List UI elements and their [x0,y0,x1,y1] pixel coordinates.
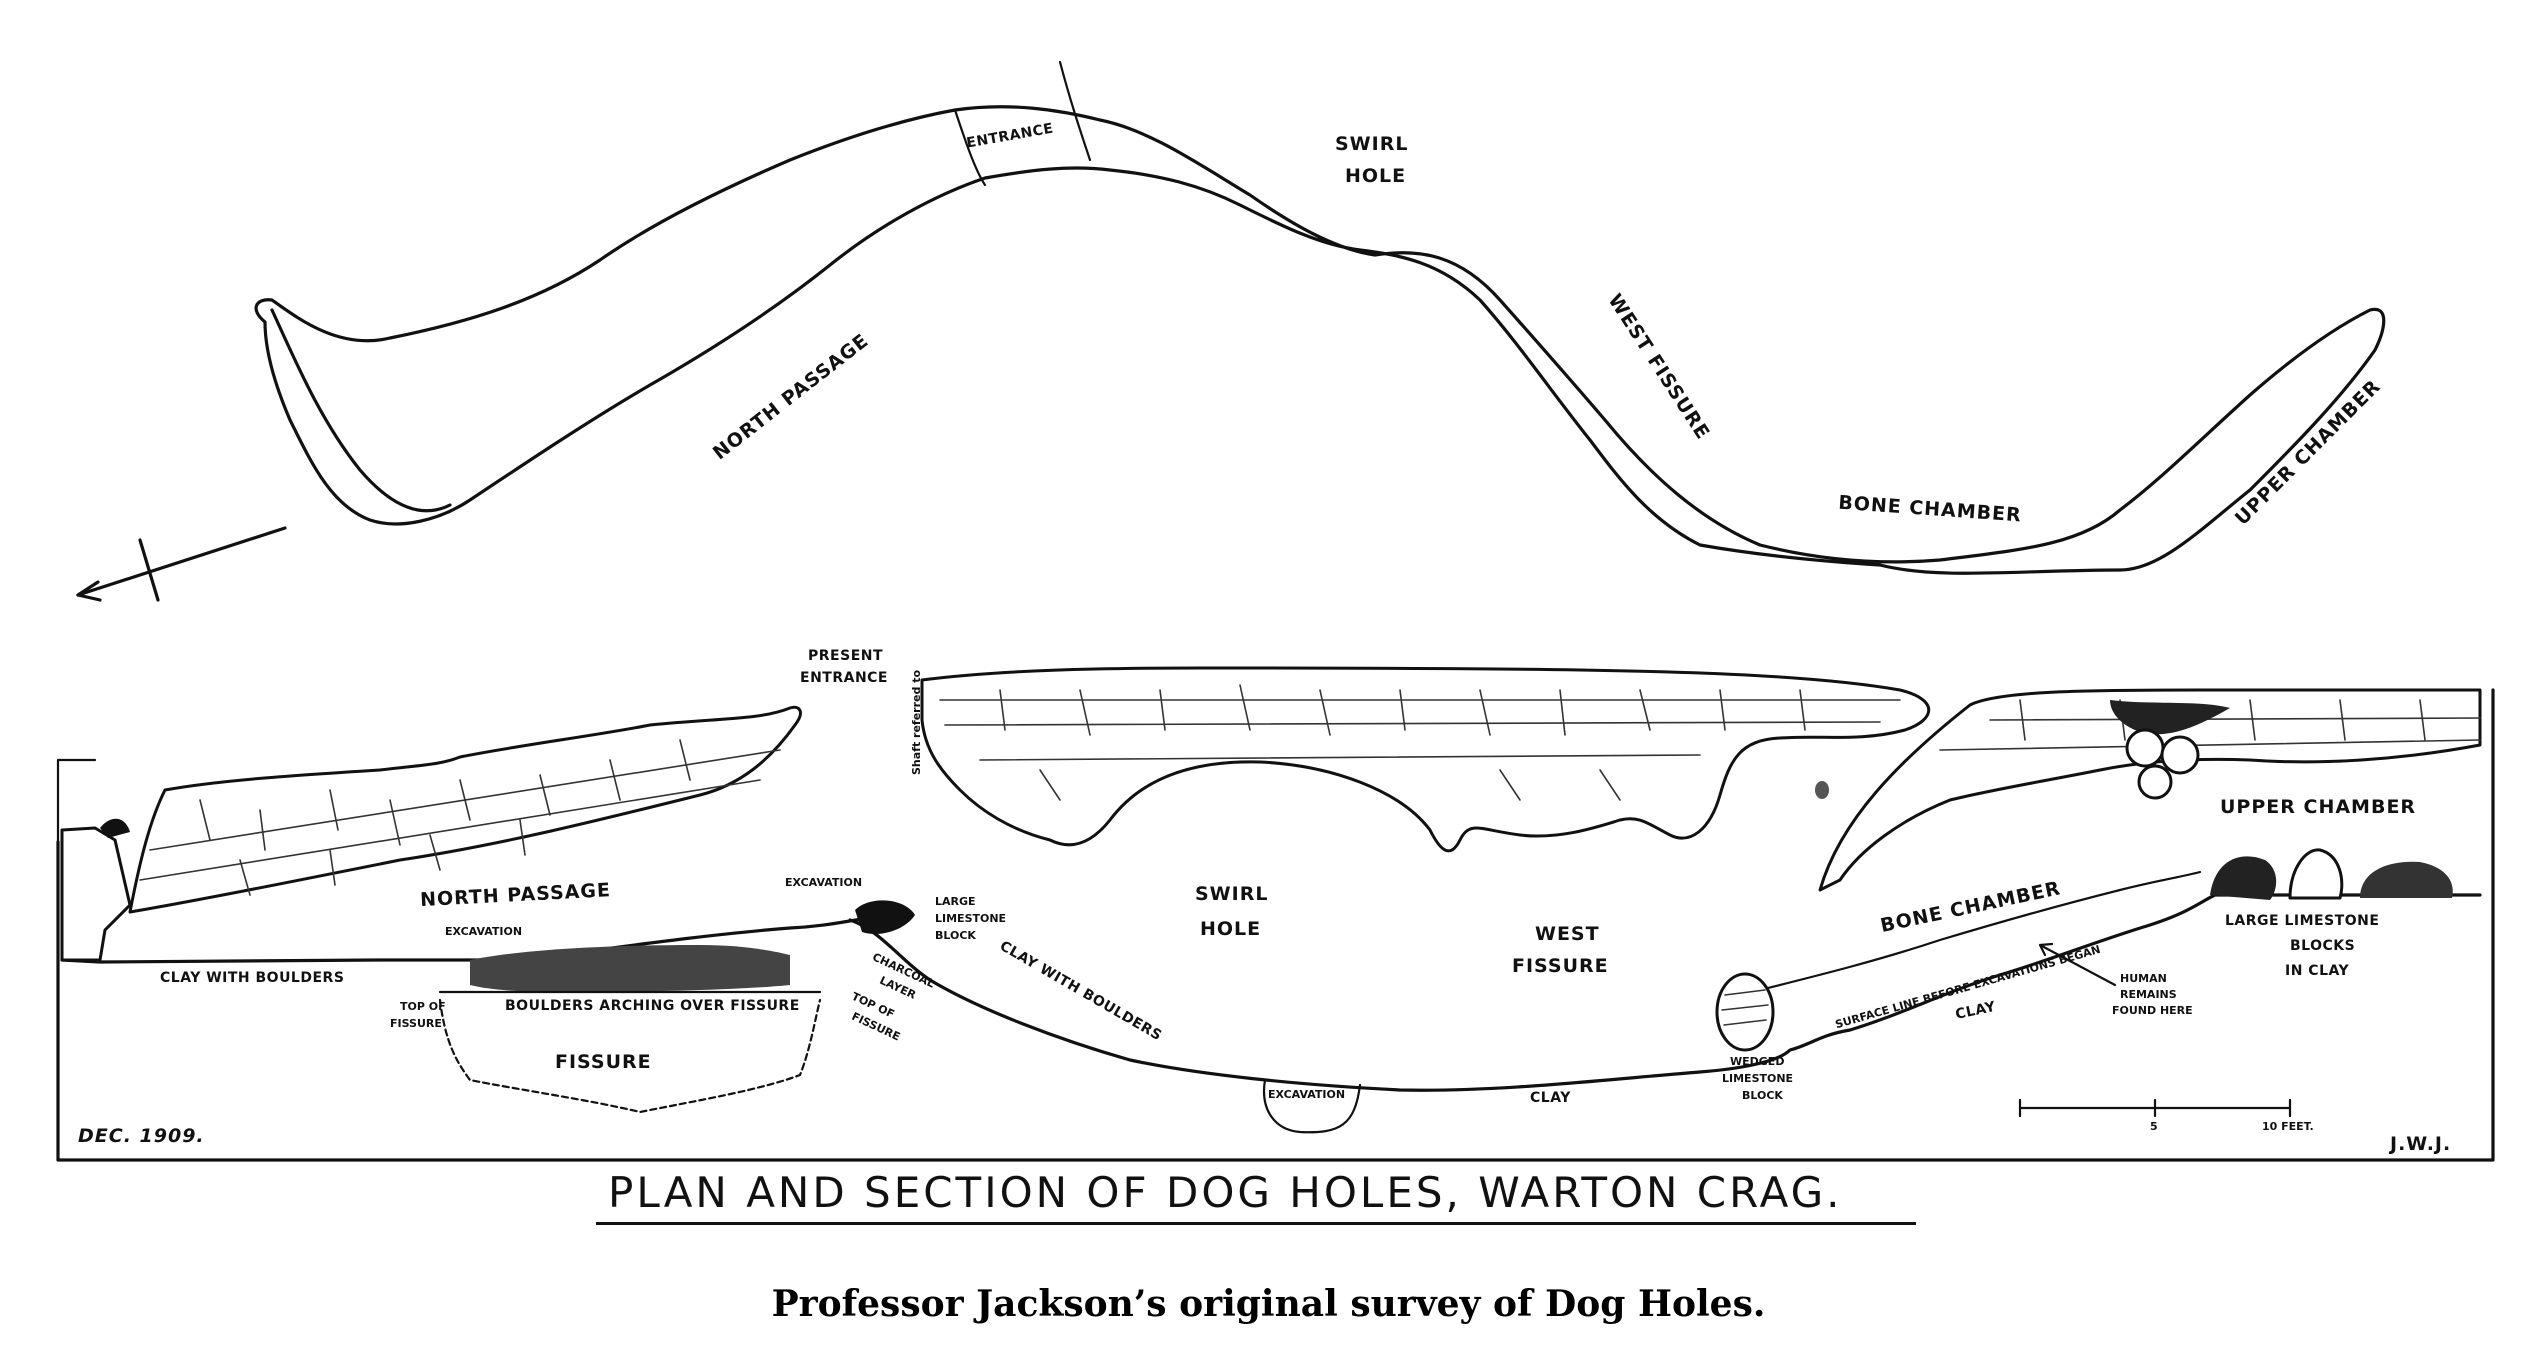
plan-north-arm [270,308,452,513]
plan-label-bone-chamber: BONE CHAMBER [1838,492,2023,527]
section-rock-swirl-joints [939,684,1901,801]
sec-label-wedged-1: WEDGED [1730,1055,1784,1068]
section-rock-north-joints [139,739,781,896]
scale-bar [2018,1098,2292,1118]
sec-label-fissure: FISSURE [555,1051,652,1073]
sec-label-top-fissure-l2: FISSURE [390,1017,442,1030]
section-wedged-block [1715,972,1775,1052]
sec-label-top-fissure-l1: TOP OF [400,1000,446,1013]
sec-label-date: DEC. 1909. [78,1125,205,1147]
north-arrow-icon [76,526,287,602]
plan-label-swirl: SWIRL [1335,133,1408,155]
sec-label-swirl: SWIRL [1195,883,1268,905]
section-floor-main [848,893,2482,1092]
section-view: PRESENT ENTRANCE Shaft referred to NORTH… [56,648,2495,1162]
section-rock-swirl [920,666,1931,853]
sec-label-wedged-2: LIMESTONE [1722,1072,1793,1085]
title-underline [596,1222,1916,1225]
plan-label-north-passage: NORTH PASSAGE [709,329,873,464]
plan-label-hole: HOLE [1345,165,1406,187]
plan-entrance-wall-right [1058,60,1092,162]
sec-label-north-passage: NORTH PASSAGE [420,879,612,911]
section-boulder-c [2137,764,2173,800]
section-limestone-block-3 [2360,861,2453,898]
sec-label-large-blocks-3: IN CLAY [2285,963,2349,979]
sec-label-excavation-top: EXCAVATION [785,876,862,889]
plan-cave-outline [254,105,2386,575]
sec-label-large-blocks-1: LARGE LIMESTONE [2225,913,2379,929]
plan-label-entrance: ENTRANCE [965,121,1054,152]
sec-label-boulders-arching: BOULDERS ARCHING OVER FISSURE [505,998,800,1014]
section-rock-upper [1818,688,2482,892]
sec-label-large-block-1: LARGE [935,895,976,908]
sec-label-top-fissure-r2: FISSURE [850,1010,903,1044]
sec-label-west: WEST [1535,923,1600,945]
sec-label-clay-boulders-left: CLAY WITH BOULDERS [160,970,344,986]
sec-label-scale-end: 10 FEET. [2262,1120,2314,1133]
sec-label-human-2: REMAINS [2120,988,2177,1001]
sec-label-clay-boulders-right: CLAY WITH BOULDERS [997,938,1165,1044]
section-frame [56,688,2495,1162]
sec-label-initials: J.W.J. [2388,1133,2451,1155]
plan-view: ENTRANCE SWIRL HOLE NORTH PASSAGE WEST F… [76,60,2386,602]
section-grey-spot [1815,781,1829,799]
sec-label-large-blocks-2: BLOCKS [2290,938,2355,954]
section-dark-deposit-left [100,818,130,838]
sec-label-large-block-3: BLOCK [935,929,976,942]
section-fissure-outline [438,998,822,1114]
sec-label-excavation-left: EXCAVATION [445,925,522,938]
sec-label-excavation-bottom: EXCAVATION [1268,1088,1345,1101]
figure-title: PLAN AND SECTION OF DOG HOLES, WARTON CR… [608,1168,1843,1217]
sec-label-hole: HOLE [1200,918,1261,940]
sec-label-present-2: ENTRANCE [800,670,888,686]
section-boulders-arching [470,945,790,992]
sec-label-clay-bottom: CLAY [1530,1090,1571,1106]
sec-label-shaft: Shaft referred to [910,670,923,775]
section-left-edge [56,758,97,844]
section-rock-left-wall [60,826,132,962]
section-excavation-basin [1262,1078,1362,1134]
section-human-remains-arrow [2038,942,2117,987]
figure-caption: Professor Jackson’s original survey of D… [771,1283,1766,1325]
sec-label-human-3: FOUND HERE [2112,1004,2193,1017]
section-rock-north [128,705,802,914]
sec-label-clay-right: CLAY [1954,999,1998,1023]
plan-label-west-fissure: WEST FISSURE [1604,290,1714,444]
section-surface-line [1758,870,2202,992]
sec-label-present-1: PRESENT [808,648,883,664]
sec-label-bone-chamber: BONE CHAMBER [1879,877,2063,937]
section-boulder-b [2160,735,2200,775]
section-wedged-block-hatch [1721,989,1769,1026]
section-dark-deposit-upper [2110,700,2230,735]
section-limestone-block-1 [2210,856,2277,900]
sec-label-large-block-2: LIMESTONE [935,912,1006,925]
sec-label-fissure-mid: FISSURE [1512,955,1609,977]
section-limestone-block-2 [2288,848,2344,900]
section-boulder-a [2125,728,2165,768]
sec-label-wedged-3: BLOCK [1742,1089,1783,1102]
sec-label-human-1: HUMAN [2120,972,2167,985]
section-large-block-dark [855,900,915,935]
sec-label-upper-chamber: UPPER CHAMBER [2220,796,2416,818]
plan-entrance-wall-left [953,108,987,187]
plan-label-upper-chamber: UPPER CHAMBER [2231,375,2385,529]
sec-label-scale-mid: 5 [2150,1120,2158,1133]
